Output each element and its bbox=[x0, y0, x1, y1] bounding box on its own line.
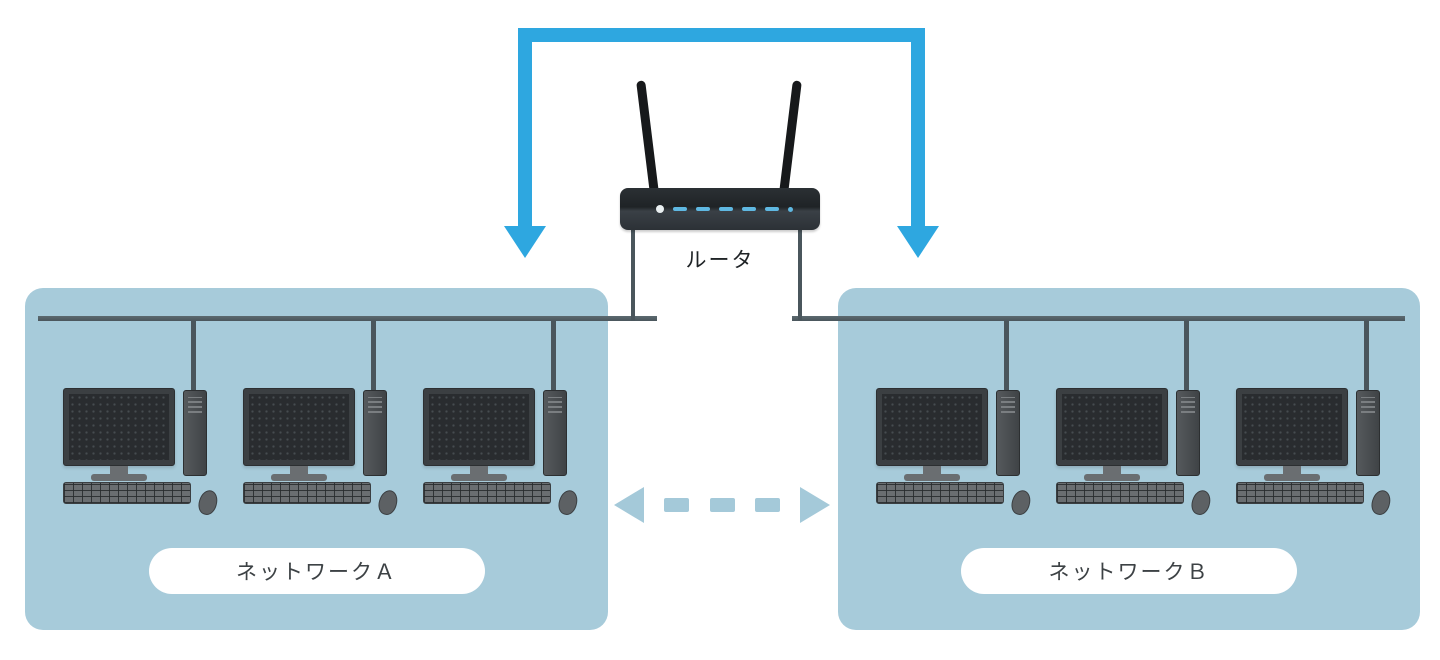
router-antenna-right bbox=[779, 80, 802, 195]
monitor-icon bbox=[1056, 388, 1168, 466]
keyboard-icon bbox=[876, 482, 1004, 504]
network-b-bus-line bbox=[792, 316, 1405, 321]
network-cable bbox=[1364, 316, 1369, 392]
network-cable bbox=[1004, 316, 1009, 392]
pc-tower-icon bbox=[996, 390, 1020, 476]
mouse-icon bbox=[375, 488, 401, 517]
router-body bbox=[620, 188, 820, 230]
computer-workstation bbox=[1056, 316, 1216, 517]
arrow-dash bbox=[754, 498, 780, 512]
network-a-box: ネットワークＡ bbox=[25, 288, 608, 630]
arrowhead-down-left-icon bbox=[504, 226, 546, 258]
arrow-segment-right bbox=[911, 28, 925, 228]
router-power-light bbox=[656, 205, 664, 213]
keyboard-icon bbox=[63, 482, 191, 504]
computer-workstation bbox=[423, 316, 583, 517]
mouse-icon bbox=[1008, 488, 1034, 517]
mouse-icon bbox=[195, 488, 221, 517]
router-to-network-a-cable bbox=[631, 226, 635, 321]
mouse-icon bbox=[555, 488, 581, 517]
network-cable bbox=[1184, 316, 1189, 392]
keyboard-icon bbox=[423, 482, 551, 504]
router-led bbox=[742, 207, 756, 211]
computer-workstation bbox=[876, 316, 1036, 517]
network-cable bbox=[191, 316, 196, 392]
arrow-dash bbox=[709, 498, 735, 512]
router-antenna-left bbox=[636, 80, 659, 195]
network-a-bus-line bbox=[38, 316, 657, 321]
pc-tower-icon bbox=[183, 390, 207, 476]
network-a-computers bbox=[63, 316, 583, 517]
router-led bbox=[696, 207, 710, 211]
computer-workstation bbox=[63, 316, 223, 517]
monitor-base bbox=[1264, 474, 1320, 481]
arrowhead-right-icon bbox=[800, 487, 830, 523]
pc-tower-icon bbox=[363, 390, 387, 476]
monitor-icon bbox=[63, 388, 175, 466]
pc-tower-icon bbox=[1356, 390, 1380, 476]
network-b-computers bbox=[876, 316, 1396, 517]
monitor-base bbox=[904, 474, 960, 481]
monitor-stand bbox=[290, 466, 308, 475]
keyboard-icon bbox=[243, 482, 371, 504]
monitor-base bbox=[1084, 474, 1140, 481]
router-device bbox=[620, 80, 820, 230]
router-status-lights bbox=[656, 205, 793, 213]
router-led-dot bbox=[788, 206, 793, 212]
arrowhead-down-right-icon bbox=[897, 226, 939, 258]
monitor-icon bbox=[243, 388, 355, 466]
bidirectional-network-link-arrow bbox=[614, 487, 830, 523]
monitor-screen bbox=[429, 394, 529, 460]
monitor-base bbox=[91, 474, 147, 481]
computer-workstation bbox=[243, 316, 403, 517]
computer-workstation bbox=[1236, 316, 1396, 517]
arrow-segment-left bbox=[518, 28, 532, 228]
monitor-stand bbox=[1283, 466, 1301, 475]
router-label: ルータ bbox=[685, 249, 755, 272]
monitor-icon bbox=[423, 388, 535, 466]
pc-tower-icon bbox=[1176, 390, 1200, 476]
router-led bbox=[673, 207, 687, 211]
keyboard-icon bbox=[1056, 482, 1184, 504]
monitor-stand bbox=[923, 466, 941, 475]
monitor-base bbox=[271, 474, 327, 481]
arrowhead-left-icon bbox=[614, 487, 644, 523]
monitor-screen bbox=[69, 394, 169, 460]
arrow-segment-top bbox=[518, 28, 925, 42]
monitor-icon bbox=[1236, 388, 1348, 466]
mouse-icon bbox=[1368, 488, 1394, 517]
monitor-screen bbox=[1062, 394, 1162, 460]
monitor-icon bbox=[876, 388, 988, 466]
router-to-network-b-cable bbox=[798, 226, 802, 321]
monitor-screen bbox=[882, 394, 982, 460]
mouse-icon bbox=[1188, 488, 1214, 517]
network-b-label-pill: ネットワークＢ bbox=[961, 548, 1297, 594]
network-cable bbox=[551, 316, 556, 392]
monitor-stand bbox=[110, 466, 128, 475]
network-a-label: ネットワークＡ bbox=[236, 561, 397, 584]
monitor-base bbox=[451, 474, 507, 481]
monitor-screen bbox=[1242, 394, 1342, 460]
network-cable bbox=[371, 316, 376, 392]
network-b-label: ネットワークＢ bbox=[1048, 561, 1210, 584]
pc-tower-icon bbox=[543, 390, 567, 476]
monitor-screen bbox=[249, 394, 349, 460]
network-a-label-pill: ネットワークＡ bbox=[148, 548, 485, 594]
router-led bbox=[765, 207, 779, 211]
network-b-box: ネットワークＢ bbox=[838, 288, 1420, 630]
keyboard-icon bbox=[1236, 482, 1364, 504]
router-led bbox=[719, 207, 733, 211]
monitor-stand bbox=[470, 466, 488, 475]
arrow-dash bbox=[664, 498, 690, 512]
monitor-stand bbox=[1103, 466, 1121, 475]
